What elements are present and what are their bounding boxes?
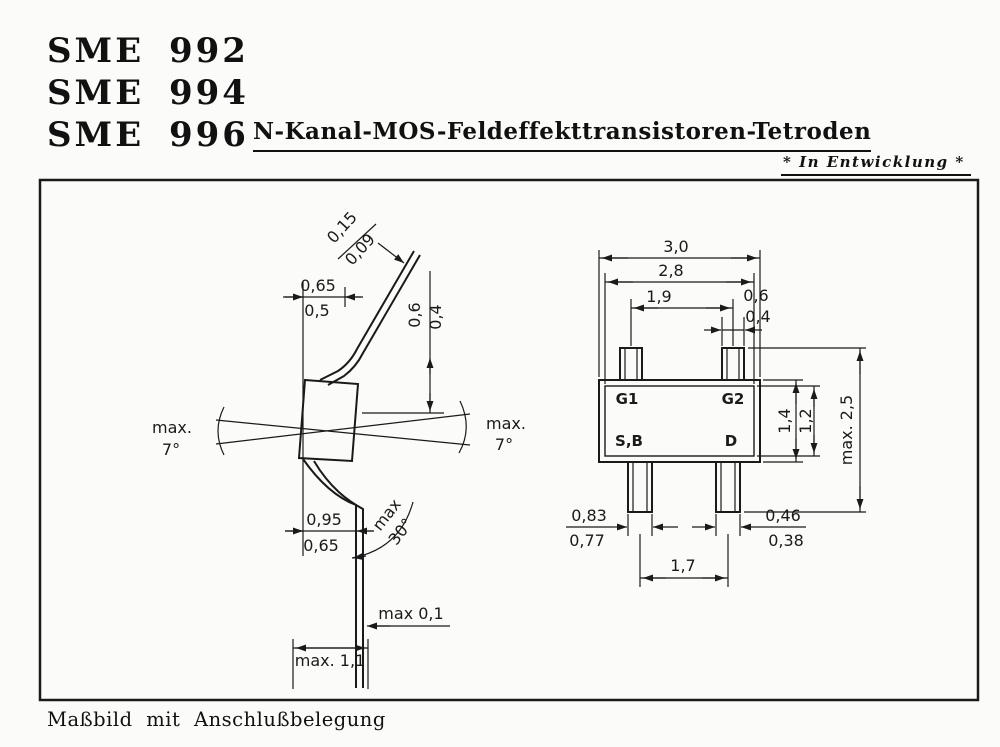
dim-label-bottom-lead-pitch: 1,7: [670, 556, 695, 575]
model-number-1: SME 992: [47, 31, 249, 71]
dim-side-angles: max. 7° max. 7°: [152, 400, 526, 459]
dim-bottom-lead-pitch: 1,7: [639, 534, 729, 587]
dim-lead-width: 0,6 0,4: [362, 271, 445, 414]
dim-label-angle-right-max: max.: [486, 414, 526, 433]
dim-body-width-outer: 3,0: [598, 237, 761, 377]
page-title: N-Kanal-MOS-Feldeffekttransistoren-Tetro…: [253, 118, 872, 152]
dim-label-lead-width-max: 0,6: [405, 302, 424, 327]
dim-right-lead-width: 0,46 0,38: [692, 506, 806, 550]
dim-label-overall-length: max. 2,5: [837, 395, 856, 465]
dim-standoff: max. 1,1: [292, 639, 369, 689]
dim-body-width-inner: 2,8: [604, 261, 755, 384]
pin-label-d: D: [725, 432, 737, 450]
dim-label-body-width-inner: 2,8: [658, 261, 683, 280]
dim-label-tip-offset: max 0,1: [378, 604, 443, 623]
dim-label-bend-max: 0,95: [306, 510, 342, 529]
figure-caption: Maßbild mit Anschlußbelegung: [47, 708, 386, 731]
lead-top-right: [721, 347, 745, 381]
top-view-drawing: G1 G2 S,B D 3,0 2,8: [566, 237, 866, 587]
dim-overall-length: max. 2,5: [744, 347, 866, 513]
dim-label-standoff: max. 1,1: [295, 651, 365, 670]
package-side-outline: [297, 250, 421, 688]
dim-bend-angle: max 30°: [351, 495, 417, 560]
drawing-frame: [38, 178, 980, 702]
dim-shoulder-width: 0,65 0,5: [283, 276, 363, 556]
dim-label-body-height-max: 1,4: [775, 408, 794, 433]
dim-bend: 0,95 0,65: [285, 510, 374, 555]
dim-top-lead-pitch: 1,9: [630, 287, 734, 346]
side-view-drawing: max. 7° max. 7° 0,65 0,5 0,15 0,09: [152, 208, 526, 689]
pin-label-sb: S,B: [615, 432, 643, 450]
package-body-inner: [604, 385, 755, 457]
dim-label-bend-min: 0,65: [303, 536, 339, 555]
dim-label-body-width-outer: 3,0: [663, 237, 688, 256]
lead-bottom-left: [627, 461, 653, 513]
dim-label-right-lead-width-min: 0,38: [768, 531, 804, 550]
model-number-3: SME 996: [47, 115, 249, 155]
dim-label-angle-right-value: 7°: [495, 435, 513, 454]
dim-label-shoulder-min: 0,5: [304, 301, 329, 320]
development-status-note: * In Entwicklung *: [781, 153, 971, 176]
dim-left-lead-width: 0,83 0,77: [566, 506, 678, 550]
dim-label-top-lead-pitch: 1,9: [646, 287, 671, 306]
dim-label-left-lead-width-min: 0,77: [569, 531, 605, 550]
dim-label-top-lead-width-max: 0,6: [743, 286, 768, 305]
model-list: SME 992 SME 994 SME 996: [47, 30, 249, 156]
pin-label-g2: G2: [722, 390, 745, 408]
dim-label-left-lead-width-max: 0,83: [571, 506, 607, 525]
dim-label-top-lead-width-min: 0,4: [745, 307, 770, 326]
lead-bottom-right: [715, 461, 741, 513]
dim-label-body-height-min: 1,2: [796, 408, 815, 433]
model-number-2: SME 994: [47, 73, 249, 113]
dim-label-shoulder-max: 0,65: [300, 276, 336, 295]
package-body-outer: [598, 379, 761, 463]
pin-label-g1: G1: [616, 390, 639, 408]
dim-label-lead-width-min: 0,4: [426, 304, 445, 329]
dim-label-right-lead-width-max: 0,46: [765, 506, 801, 525]
dim-label-angle-left-value: 7°: [162, 440, 180, 459]
dim-tip-offset: max 0,1: [367, 604, 450, 630]
dim-lead-thickness: 0,15 0,09: [323, 208, 405, 269]
dim-body-height: 1,4 1,2: [757, 379, 820, 463]
lead-top-left: [619, 347, 643, 381]
dim-top-lead-width: 0,6 0,4: [704, 286, 771, 346]
dim-label-angle-left-max: max.: [152, 418, 192, 437]
